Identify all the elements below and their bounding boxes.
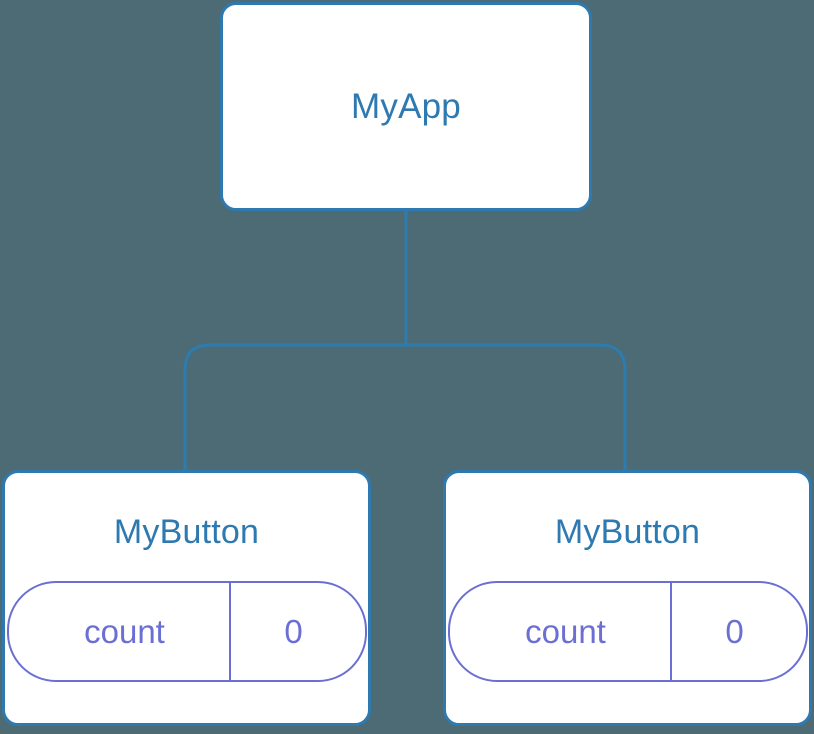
connector-branch-left [183, 343, 406, 472]
connector-branch-right [406, 343, 627, 472]
state-pill[interactable]: count 0 [447, 581, 808, 682]
node-title: MyButton [554, 513, 701, 551]
node-myapp[interactable]: MyApp [220, 2, 592, 211]
state-pill-key: count [450, 583, 672, 680]
node-title: MyButton [113, 513, 260, 551]
state-pill-value: 0 [284, 612, 303, 650]
node-mybutton-2[interactable]: MyButton count 0 [443, 470, 812, 726]
state-pill-key: count [9, 583, 231, 680]
node-mybutton-1[interactable]: MyButton count 0 [2, 470, 371, 726]
state-pill-value: 0 [725, 612, 744, 650]
state-pill[interactable]: count 0 [6, 581, 367, 682]
node-title: MyApp [351, 87, 461, 126]
